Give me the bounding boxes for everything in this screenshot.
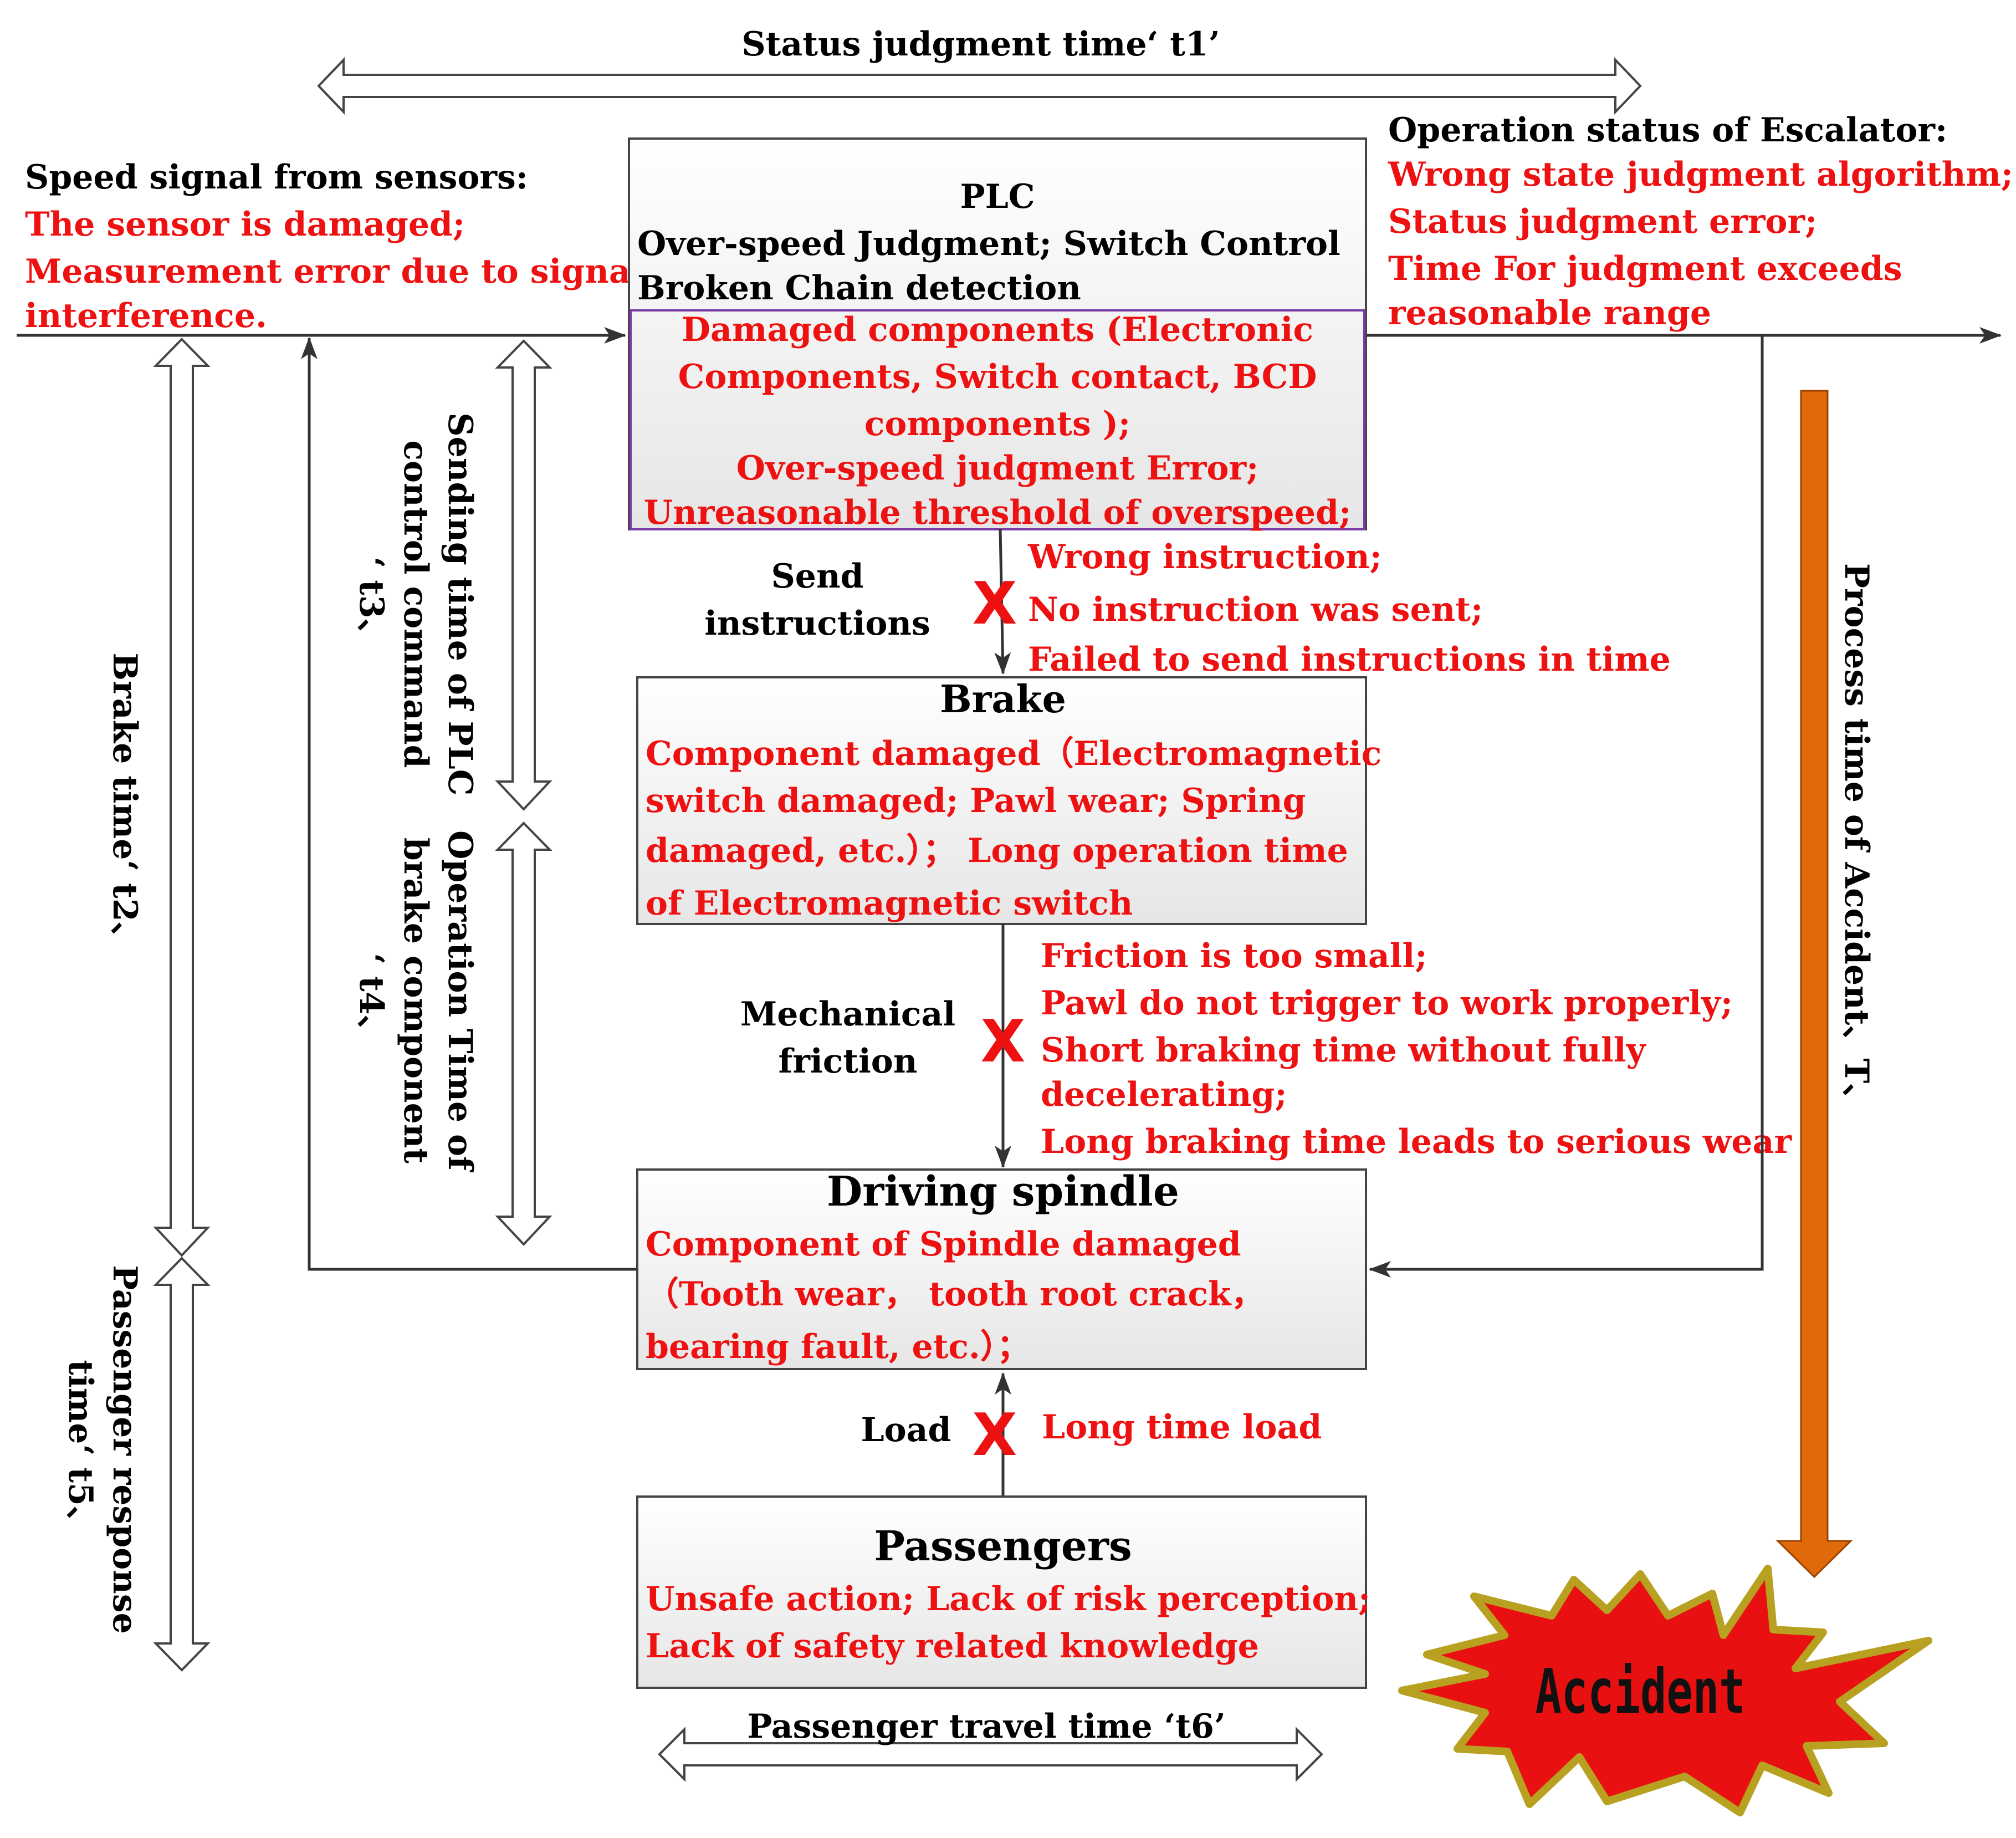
brake-box: Brake Component damaged（Electromagnetic …	[636, 676, 1381, 925]
speed-signal-heading: Speed signal from sensors:	[25, 158, 528, 197]
brake-time-label: Brake time‘ t2、	[105, 652, 144, 954]
passengers-box: Passengers Unsafe action; Lack of risk p…	[636, 1495, 1370, 1689]
brake-op-time-label: Operation Time of	[441, 830, 479, 1173]
plc-function: Over-speed Judgment; Switch Control	[637, 224, 1340, 263]
process-time-label: Process time of Accident、T、	[1837, 563, 1876, 1116]
fault-x-mark: X	[973, 570, 1017, 637]
mechanical-friction-fault: Short braking time without fully	[1041, 1031, 1647, 1070]
plc-fault-region	[630, 309, 1365, 530]
passengers-title: Passengers	[874, 1523, 1132, 1570]
operation-status-heading: Operation status of Escalator:	[1388, 111, 1947, 150]
brake-fault: of Electromagnetic switch	[646, 884, 1133, 923]
speed-signal-fault: Measurement error due to signal	[25, 252, 643, 291]
plc-send-time-arrow	[495, 339, 552, 811]
load-fault: Long time load	[1042, 1408, 1322, 1447]
operation-status-fault: Status judgment error;	[1388, 202, 1817, 241]
plc-title: PLC	[960, 177, 1035, 216]
plc-send-time-label: ‘ t3、	[352, 556, 391, 651]
plc-box: PLC Over-speed Judgment; Switch Control …	[628, 137, 1367, 532]
spindle-fault: Component of Spindle damaged	[646, 1225, 1241, 1264]
passenger-response-label: Passenger response	[105, 1265, 144, 1633]
spindle-feedback-line	[301, 337, 637, 1271]
plc-function: Broken Chain detection	[637, 269, 1081, 308]
brake-op-time-label: brake component	[396, 838, 435, 1164]
speed-signal-fault: The sensor is damaged;	[25, 205, 465, 244]
status-judgment-time-arrow	[317, 57, 1642, 115]
mechanical-friction-fault: Pawl do not trigger to work properly;	[1041, 984, 1733, 1023]
spindle-fault: bearing fault, etc.）；	[646, 1328, 1030, 1366]
status-judgment-time-label: Status judgment time‘ t1’	[741, 25, 1220, 64]
brake-fault: switch damaged; Pawl wear; Spring	[646, 782, 1306, 820]
plc-send-time-label: Sending time of PLC	[441, 412, 479, 795]
brake-title: Brake	[940, 677, 1066, 722]
brake-time-arrow	[153, 338, 211, 1257]
speed-signal-fault: interference.	[25, 297, 267, 335]
mechanical-friction-label: Mechanical	[740, 995, 955, 1034]
operation-status-fault: reasonable range	[1388, 294, 1711, 333]
mechanical-friction-fault: decelerating;	[1041, 1075, 1287, 1114]
brake-op-time-label: ‘ t4、	[352, 953, 391, 1048]
passenger-travel-time-label: Passenger travel time ‘t6’	[747, 1707, 1226, 1746]
spindle-fault: （Tooth wear， tooth root crack，	[646, 1275, 1265, 1314]
passengers-fault: Unsafe action; Lack of risk perception;	[646, 1580, 1370, 1619]
spindle-box: Driving spindle Component of Spindle dam…	[636, 1168, 1367, 1370]
passenger-response-arrow	[153, 1257, 211, 1672]
operation-status-fault: Wrong state judgment algorithm;	[1388, 155, 2013, 194]
operation-status-fault: Time For judgment exceeds	[1388, 249, 1902, 288]
status-to-spindle-line	[1369, 335, 1764, 1278]
passenger-travel-time-arrow	[658, 1727, 1323, 1782]
brake-fault: Component damaged（Electromagnetic	[646, 734, 1381, 773]
plc-fault: Components, Switch contact, BCD	[678, 358, 1317, 396]
passengers-fault: Lack of safety related knowledge	[646, 1627, 1259, 1666]
plc-fault: Damaged components (Electronic	[682, 310, 1313, 349]
brake-fault: damaged, etc.）； Long operation time	[646, 831, 1348, 870]
process-time-arrow	[1775, 390, 1853, 1579]
accident-burst-shape	[1398, 1565, 1932, 1816]
plc-fault: components );	[864, 405, 1130, 443]
load-label: Load	[861, 1411, 951, 1449]
fault-x-mark: X	[981, 1008, 1026, 1075]
send-instructions-fault: No instruction was sent;	[1028, 590, 1483, 629]
accident-label: Accident	[1535, 1656, 1745, 1728]
speed-signal-text: Speed signal from sensors: The sensor is…	[25, 158, 643, 335]
send-instructions-label: instructions	[704, 604, 930, 643]
brake-op-time-arrow	[495, 821, 552, 1246]
plc-fault: Over-speed judgment Error;	[736, 449, 1259, 488]
accident-burst: Accident	[1398, 1565, 1932, 1816]
plc-send-time-label: control command	[396, 440, 435, 768]
mechanical-friction-fault: Long braking time leads to serious wear	[1041, 1122, 1792, 1161]
operation-status-text: Operation status of Escalator: Wrong sta…	[1388, 111, 2013, 333]
mechanical-friction-label: friction	[779, 1042, 918, 1081]
mechanical-friction-fault: Friction is too small;	[1041, 937, 1427, 976]
send-instructions-label: Send	[771, 557, 863, 596]
plc-fault: Unreasonable threshold of overspeed;	[644, 493, 1351, 532]
fault-x-mark: X	[973, 1401, 1017, 1469]
passenger-response-label: time‘ t5、	[61, 1360, 100, 1539]
send-instructions-fault: Wrong instruction;	[1027, 538, 1382, 576]
spindle-title: Driving spindle	[827, 1168, 1179, 1216]
send-instructions-arrow	[994, 529, 1011, 675]
send-instructions-fault: Failed to send instructions in time	[1028, 640, 1671, 679]
